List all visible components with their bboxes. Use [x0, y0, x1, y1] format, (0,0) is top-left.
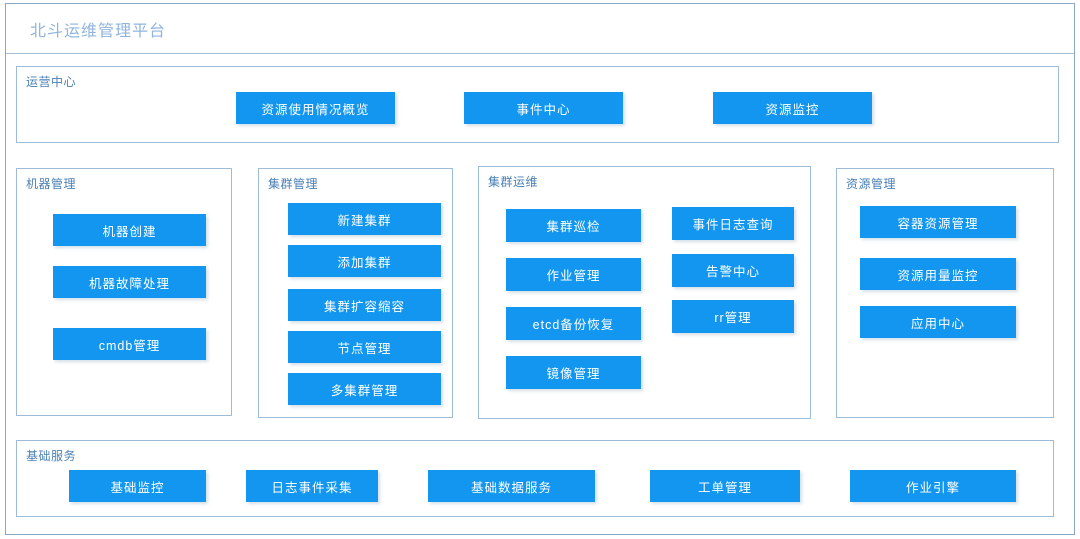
- cluster-scale-button[interactable]: 集群扩容缩容: [288, 289, 441, 321]
- basic-monitoring-button[interactable]: 基础监控: [69, 470, 206, 502]
- ticket-management-button[interactable]: 工单管理: [650, 470, 800, 502]
- section-label-cluster-management: 集群管理: [268, 177, 319, 191]
- page-title: 北斗运维管理平台: [30, 22, 167, 40]
- container-resource-management-button[interactable]: 容器资源管理: [860, 206, 1016, 238]
- image-management-button[interactable]: 镜像管理: [506, 356, 641, 389]
- application-center-button[interactable]: 应用中心: [860, 306, 1016, 338]
- section-label-resource-management: 资源管理: [846, 177, 897, 191]
- basic-data-service-button[interactable]: 基础数据服务: [428, 470, 595, 502]
- section-label-machine-management: 机器管理: [26, 177, 77, 191]
- machine-create-button[interactable]: 机器创建: [53, 214, 206, 246]
- alarm-center-button[interactable]: 告警中心: [672, 254, 794, 287]
- section-label-cluster-operations: 集群运维: [488, 175, 539, 189]
- cluster-create-button[interactable]: 新建集群: [288, 203, 441, 235]
- job-engine-button[interactable]: 作业引擎: [850, 470, 1016, 502]
- multi-cluster-management-button[interactable]: 多集群管理: [288, 373, 441, 405]
- log-event-collection-button[interactable]: 日志事件采集: [246, 470, 378, 502]
- resource-usage-overview-button[interactable]: 资源使用情况概览: [236, 92, 395, 124]
- cluster-add-button[interactable]: 添加集群: [288, 245, 441, 277]
- machine-fault-handling-button[interactable]: 机器故障处理: [53, 266, 206, 298]
- event-center-button[interactable]: 事件中心: [464, 92, 623, 124]
- cmdb-management-button[interactable]: cmdb管理: [53, 328, 206, 360]
- title-bar: 北斗运维管理平台: [6, 4, 1074, 54]
- section-label-operations-center: 运营中心: [26, 75, 77, 89]
- resource-usage-monitoring-button[interactable]: 资源用量监控: [860, 258, 1016, 290]
- cluster-inspection-button[interactable]: 集群巡检: [506, 209, 641, 242]
- node-management-button[interactable]: 节点管理: [288, 331, 441, 363]
- resource-monitoring-button[interactable]: 资源监控: [713, 92, 872, 124]
- rr-management-button[interactable]: rr管理: [672, 300, 794, 333]
- etcd-backup-restore-button[interactable]: etcd备份恢复: [506, 307, 641, 340]
- section-label-basic-services: 基础服务: [26, 449, 77, 463]
- job-management-button[interactable]: 作业管理: [506, 258, 641, 291]
- event-log-query-button[interactable]: 事件日志查询: [672, 207, 794, 240]
